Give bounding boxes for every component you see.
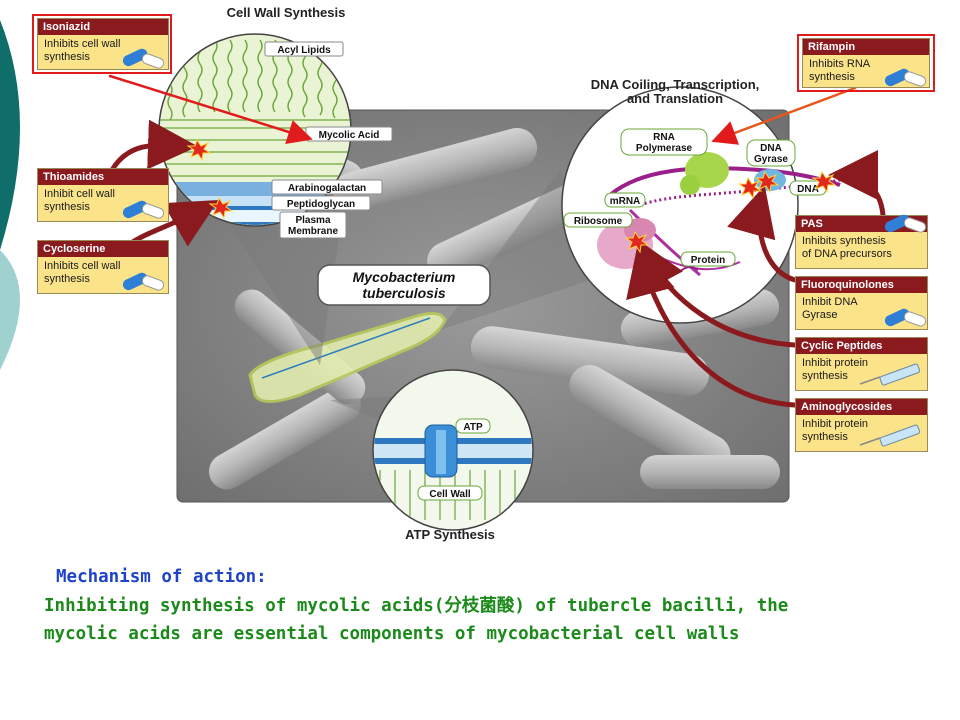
dna-title-line2: and Translation [627,91,723,106]
drug-desc-cyclic-peptides: Inhibit protein synthesis [802,357,869,382]
label-ribosome: Ribosome [574,216,623,227]
drug-name-isoniazid: Isoniazid [38,19,168,35]
cell-wall-title: Cell Wall Synthesis [227,5,346,20]
drug-card-fluoroquinolones: Fluoroquinolones Inhibit DNA Gyrase [795,276,928,330]
drug-card-cyclic-peptides: Cyclic Peptides Inhibit protein synthesi… [795,337,928,391]
label-dna-gyrase-1: DNA [760,143,782,154]
drug-card-thioamides: Thioamides Inhibit cell wall synthesis [37,168,169,222]
slide-accent-decoration [0,0,40,380]
atp-circle [372,369,534,531]
highlight-frame-rifampin [797,34,935,92]
label-membrane: Membrane [288,226,338,237]
drug-desc-cycloserine: Inhibits cell wall synthesis [44,260,121,285]
drug-desc-thioamides: Inhibit cell wall synthesis [44,188,115,213]
highlight-frame-isoniazid [32,14,172,74]
caption-line-2: mycolic acids are essential components o… [44,624,740,644]
drug-card-cycloserine: Cycloserine Inhibits cell wall synthesis [37,240,169,294]
drug-desc-pas: Inhibits synthesis of DNA precursors [802,235,892,260]
drug-desc-isoniazid: Inhibits cell wall synthesis [44,38,121,63]
drug-name-aminoglycosides: Aminoglycosides [796,399,927,415]
dna-title-line1: DNA Coiling, Transcription, [591,77,760,92]
atp-title: ATP Synthesis [405,527,495,542]
caption-line-1: Inhibiting synthesis of mycolic acids(分枝… [44,596,789,616]
drug-name-thioamides: Thioamides [38,169,168,185]
label-acyl-lipids: Acyl Lipids [277,45,331,56]
drug-name-rifampin: Rifampin [803,39,929,55]
drug-name-cycloserine: Cycloserine [38,241,168,257]
label-dna-gyrase-2: Gyrase [754,154,788,165]
label-rna: RNA [653,132,675,143]
label-plasma: Plasma [295,215,330,226]
label-mycolic-acid: Mycolic Acid [319,130,380,141]
drug-card-aminoglycosides: Aminoglycosides Inhibit protein synthesi… [795,398,928,452]
drug-desc-rifampin: Inhibits RNA synthesis [809,58,871,83]
organism-name-line1: Mycobacterium [353,269,456,285]
drug-desc-fluoroquinolones: Inhibit DNA Gyrase [802,296,858,321]
caption-title: Mechanism of action: [56,567,267,587]
label-peptidoglycan: Peptidoglycan [287,199,355,210]
drug-name-pas: PAS [796,216,927,232]
drug-desc-aminoglycosides: Inhibit protein synthesis [802,418,869,443]
inhibition-markers [186,138,837,254]
label-protein: Protein [691,255,725,266]
highlighted-bacillus [248,312,447,403]
drug-card-pas: PAS Inhibits synthesis of DNA precursors [795,215,928,269]
label-cell-wall: Cell Wall [429,489,471,500]
tb-drug-mechanism-diagram: Cell Wall Synthesis Acyl Lipids Mycolic … [108,5,886,542]
drug-name-fluoroquinolones: Fluoroquinolones [796,277,927,293]
label-polymerase: Polymerase [636,143,693,154]
label-dna: DNA [797,184,819,195]
organism-name-line2: tuberculosis [362,285,445,301]
drug-name-cyclic-peptides: Cyclic Peptides [796,338,927,354]
label-mrna: mRNA [610,196,641,207]
label-atp: ATP [463,422,483,433]
label-arabinogalactan: Arabinogalactan [288,183,366,194]
